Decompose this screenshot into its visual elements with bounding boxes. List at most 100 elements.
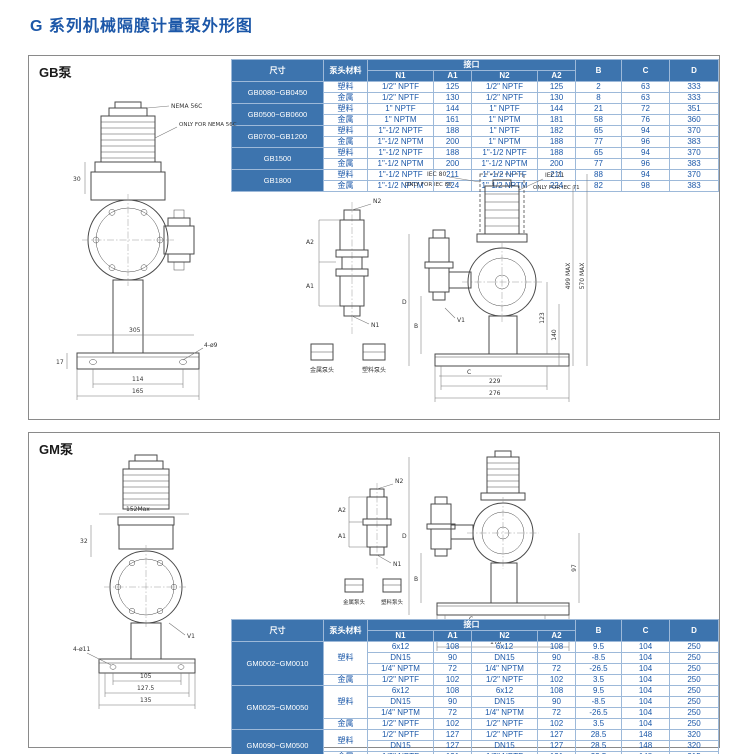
cell-material: 塑料 [323,103,368,115]
cell-d: 250 [669,663,719,675]
dim-label: 305 [129,327,141,334]
cell-n2: 1" NPTM [471,114,538,126]
cell-b: -26.5 [575,663,622,675]
cell-n1: 6x12 [367,685,434,697]
cell-a1: 72 [433,707,472,719]
cell-n2: 1/2" NPTF [471,718,538,730]
cell-d: 250 [669,652,719,664]
col-c: C [621,59,670,82]
dim-label: D [402,533,407,540]
cell-material: 金属 [323,136,368,148]
pump-body [104,516,188,629]
cell-c: 76 [621,114,670,126]
cell-a2: 182 [537,125,576,137]
head-variants: 金属泵头 塑料泵头 [343,578,403,606]
cell-model: GM0025~GM0050 [231,685,324,730]
cell-material: 金属 [323,158,368,170]
cell-a1: 127 [433,740,472,752]
cell-material: 塑料 [323,685,368,719]
gm-valve-drawing: N2 A2 A1 N1 金属泵头 塑料泵头 [338,478,403,606]
dim-label: D [402,299,407,306]
cell-a1: 125 [433,81,472,93]
valve-ref-label: V1 [187,633,195,640]
dimensions: 152Max 32 V1 4-ø11 105 127.5 135 [73,506,196,709]
cell-n2: 1"-1/2 NPTF [471,147,538,159]
dim-label: 32 [80,538,88,545]
cell-b: -8.5 [575,696,622,708]
dim-label: 152Max [126,506,150,513]
cell-n2: 1/2" NPTF [471,92,538,104]
motor [479,173,525,235]
col-material: 泵头材料 [323,59,368,82]
cell-d: 320 [669,740,719,752]
cell-n1: 1/4" NPTM [367,707,434,719]
dim-label: A2 [338,507,346,514]
cell-model: GB0080~GB0450 [231,81,324,104]
cell-b: 21 [575,103,622,115]
cell-d: 333 [669,92,719,104]
cell-n1: 6x12 [367,641,434,653]
col-b: B [575,59,622,82]
gb-spec-table-wrap: 尺寸 泵头材料 接口 B C D N1 A1 N2 A2 GB0080~GB04… [231,59,719,192]
cell-model: GB0700~GB1200 [231,125,324,148]
dim-label: 229 [489,378,501,385]
gm-panel-label: GM泵 [39,442,73,457]
motor [122,454,170,510]
dim-label: 127.5 [137,685,154,692]
valve-column [424,229,472,301]
cell-d: 250 [669,718,719,730]
cell-n1: 1/4" NPTM [367,663,434,675]
cell-model: GM0090~GM0500 [231,729,324,754]
table-row: 金属 1/2" NPTF 102 1/2" NPTF 102 3.5 104 2… [232,674,719,686]
gm-front-view-drawing: 152Max 32 V1 4-ø11 105 127.5 135 [73,454,196,709]
cell-d: 370 [669,147,719,159]
dim-label: 123 [539,312,546,324]
base [76,279,200,370]
cell-d: 250 [669,696,719,708]
head-variants: 金属泵头 塑料泵头 [310,343,386,374]
table-row: GB0500~GB0600 塑料 1" NPTF 144 1" NPTF 144… [231,103,719,126]
col-d: D [669,619,719,642]
page-title: G 系列机械隔膜计量泵外形图 [30,18,253,35]
dim-label: 135 [140,697,152,704]
valve-dimensions: N2 A2 A1 N1 [306,198,381,329]
cell-n1: 1" NPTF [367,103,434,115]
cell-d: 383 [669,180,719,192]
table-row: 金属 1/2" NPTF 130 1/2" NPTF 130 8 63 333 [232,92,719,104]
gb-side-view-drawing: IEC 80 ONLY FOR IEC 80 IEC 71 ONLY FOR I… [402,171,588,402]
col-n1: N1 [367,70,434,82]
cell-c: 104 [621,652,670,664]
cell-b: 2 [575,81,622,93]
iec71-label: IEC 71 [545,172,564,179]
cell-material: 塑料 [323,81,368,93]
drive-housing [467,497,539,569]
cell-b: -26.5 [575,707,622,719]
cell-a1: 161 [433,114,472,126]
cell-c: 104 [621,696,670,708]
dim-label: 4-ø9 [204,342,218,349]
col-size: 尺寸 [231,619,324,642]
cell-a2: 108 [537,685,576,697]
cell-d: 383 [669,158,719,170]
dim-label: 165 [132,388,144,395]
cell-c: 104 [621,641,670,653]
base [436,562,570,616]
cell-c: 148 [621,729,670,741]
cell-n2: 1/2" NPTF [471,674,538,686]
dim-label: 114 [132,376,144,383]
cell-a1: 188 [433,125,472,137]
col-size: 尺寸 [231,59,324,82]
cell-b: 65 [575,125,622,137]
cell-n1: 1/2" NPTF [367,718,434,730]
cell-a1: 200 [433,136,472,148]
table-row: 金属 1"-1/2 NPTM 224 1"-1/2 NPTM 224 82 98… [232,180,719,192]
dim-label: B [414,323,418,330]
col-c: C [621,619,670,642]
motor-labels: IEC 80 ONLY FOR IEC 80 IEC 71 ONLY FOR I… [405,171,580,191]
drive-housing [462,233,542,322]
table-row: 金属 1"-1/2 NPTM 200 1"-1/2 NPTM 200 77 96… [232,158,719,170]
cell-n1: DN15 [367,652,434,664]
cell-c: 104 [621,707,670,719]
cell-a1: 90 [433,696,472,708]
gb-spec-table: 尺寸 泵头材料 接口 B C D N1 A1 N2 A2 GB0080~GB04… [231,59,719,192]
